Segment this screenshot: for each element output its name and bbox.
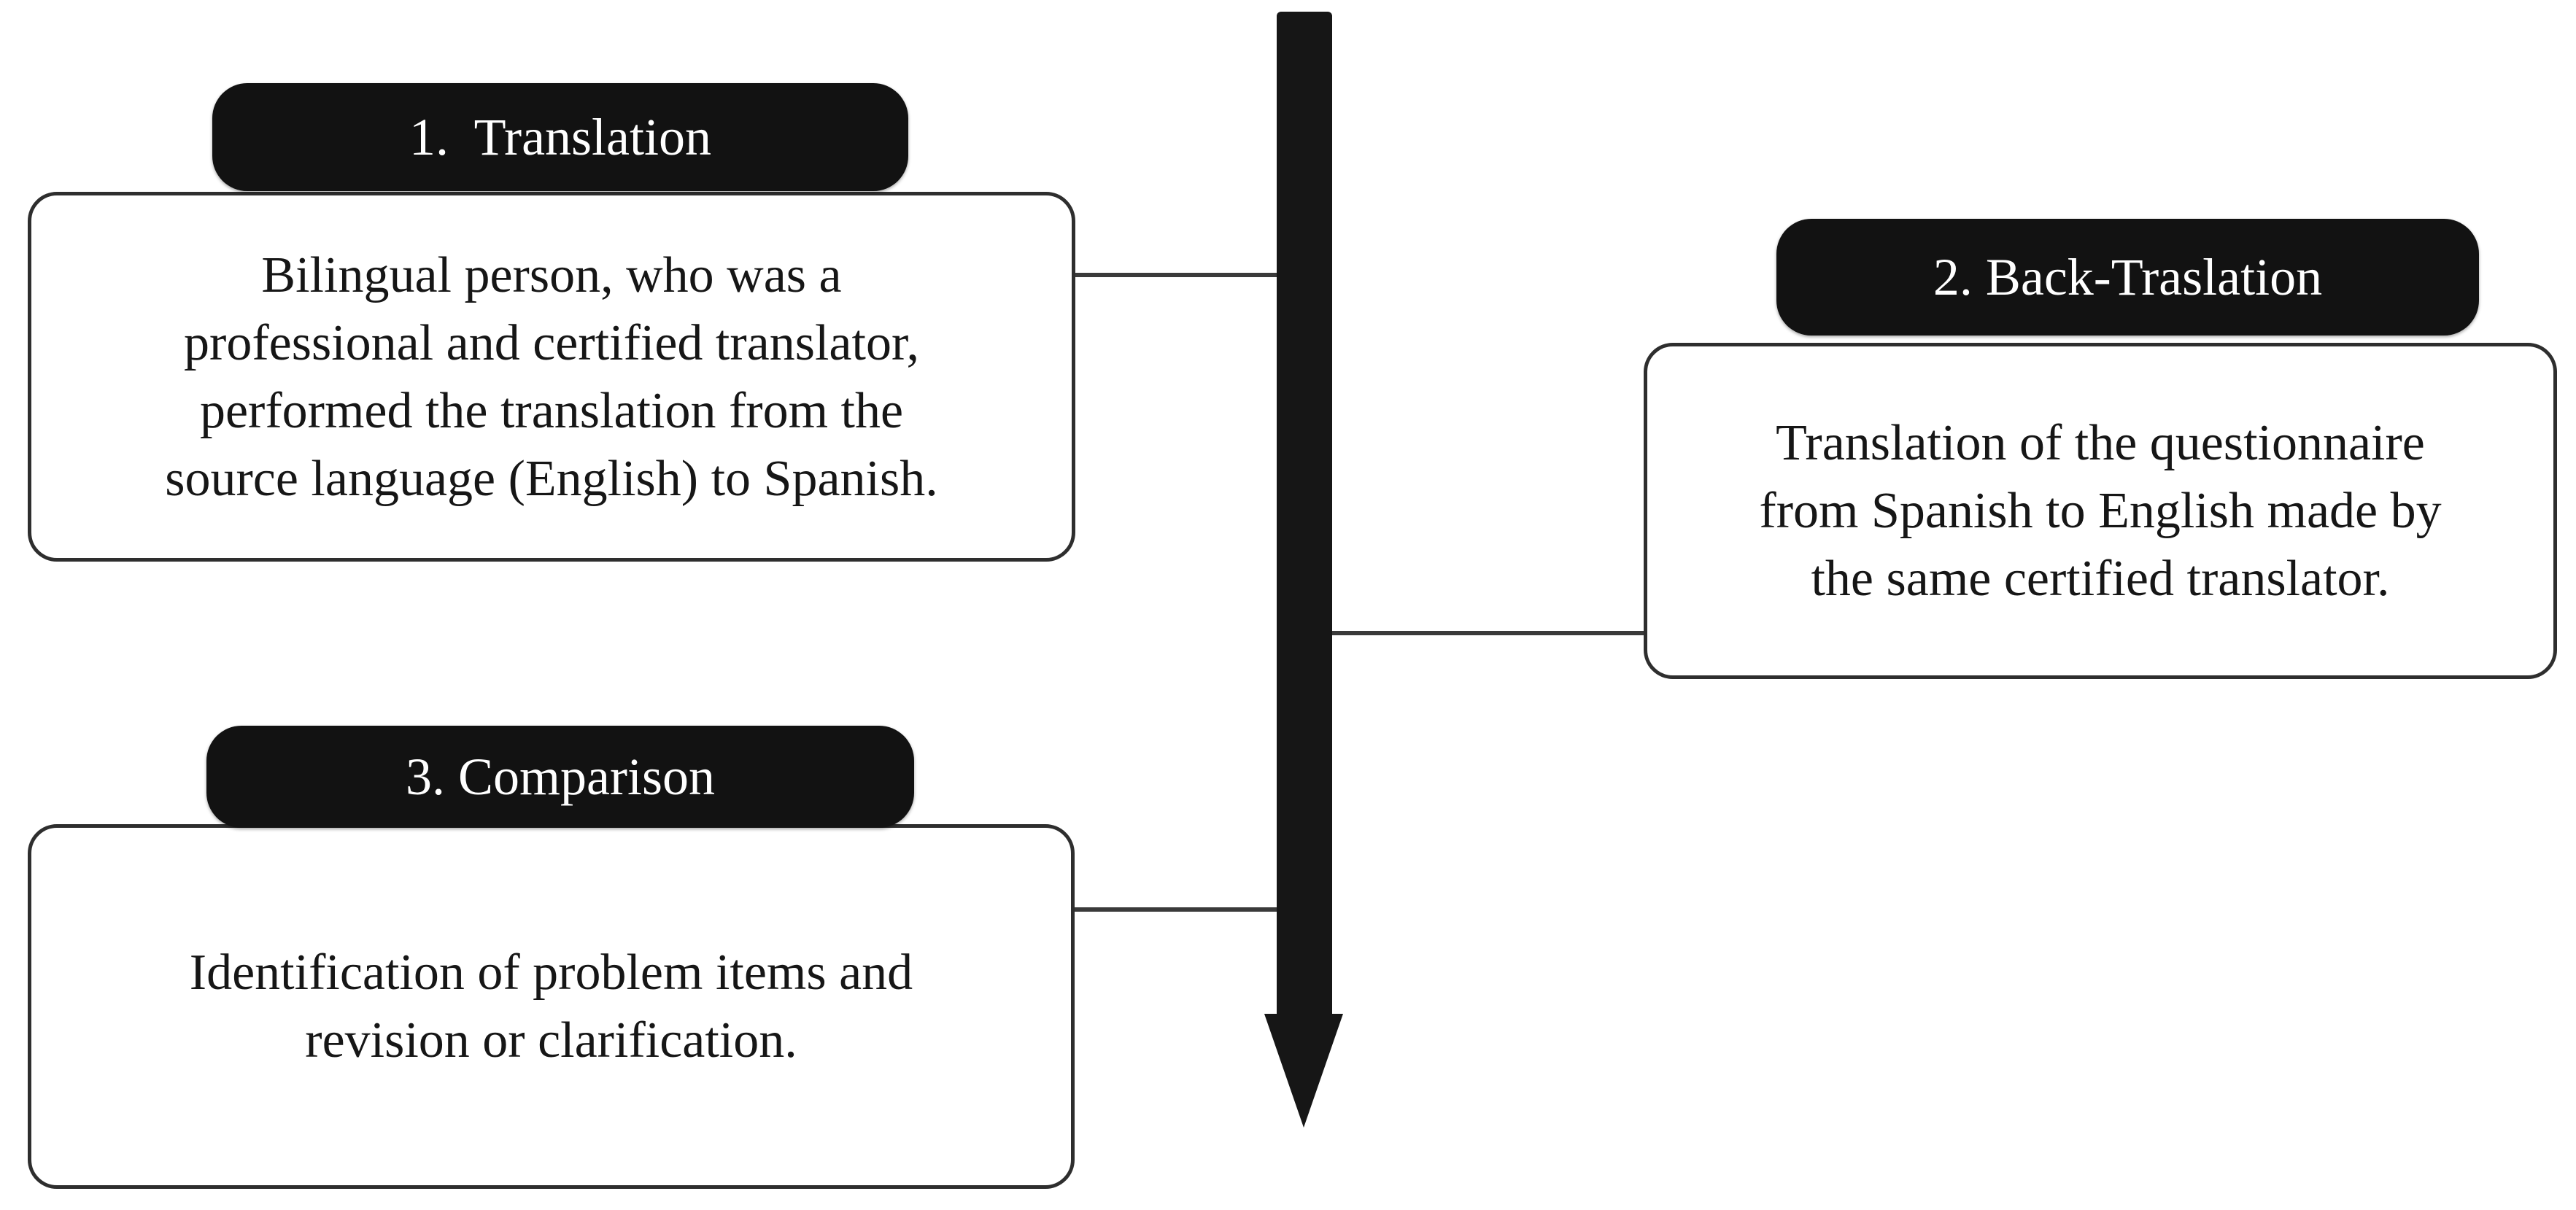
step-3-box: Identification of problem items and revi… xyxy=(28,824,1075,1189)
step-2-box: Translation of the questionnaire from Sp… xyxy=(1644,343,2557,679)
down-arrow-shaft xyxy=(1277,12,1332,1017)
step-1-body-line: performed the translation from the xyxy=(199,382,904,439)
step-3-body-line: revision or clarification. xyxy=(305,1012,797,1069)
step-1-body-line: professional and certified translator, xyxy=(184,314,919,371)
step-1-body-line: source language (English) to Spanish. xyxy=(165,450,938,507)
step-1-body-line: Bilingual person, who was a xyxy=(261,247,842,303)
step-3-title-badge: 3. Comparison xyxy=(206,726,914,828)
step-2-body-line: from Spanish to English made by xyxy=(1759,483,2442,539)
connector-line-step2-to-arrow xyxy=(1329,631,1646,635)
connector-line-step1-to-arrow xyxy=(1075,273,1280,277)
step-1-title-badge: 1. Translation xyxy=(212,83,908,191)
step-2-body-line: the same certified translator. xyxy=(1811,551,2390,607)
step-3-title: 3. Comparison xyxy=(406,747,715,806)
step-3-body-line: Identification of problem items and xyxy=(189,945,913,1001)
connector-line-step3-to-arrow xyxy=(1075,907,1280,912)
step-2-title: 2. Back-Traslation xyxy=(1933,247,2323,306)
step-1-box: Bilingual person, who was a professional… xyxy=(28,192,1075,562)
step-2-title-badge: 2. Back-Traslation xyxy=(1776,219,2479,336)
step-1-title: 1. Translation xyxy=(409,107,712,166)
step-2-body-line: Translation of the questionnaire xyxy=(1776,415,2425,471)
down-arrow-icon xyxy=(1264,1014,1343,1128)
